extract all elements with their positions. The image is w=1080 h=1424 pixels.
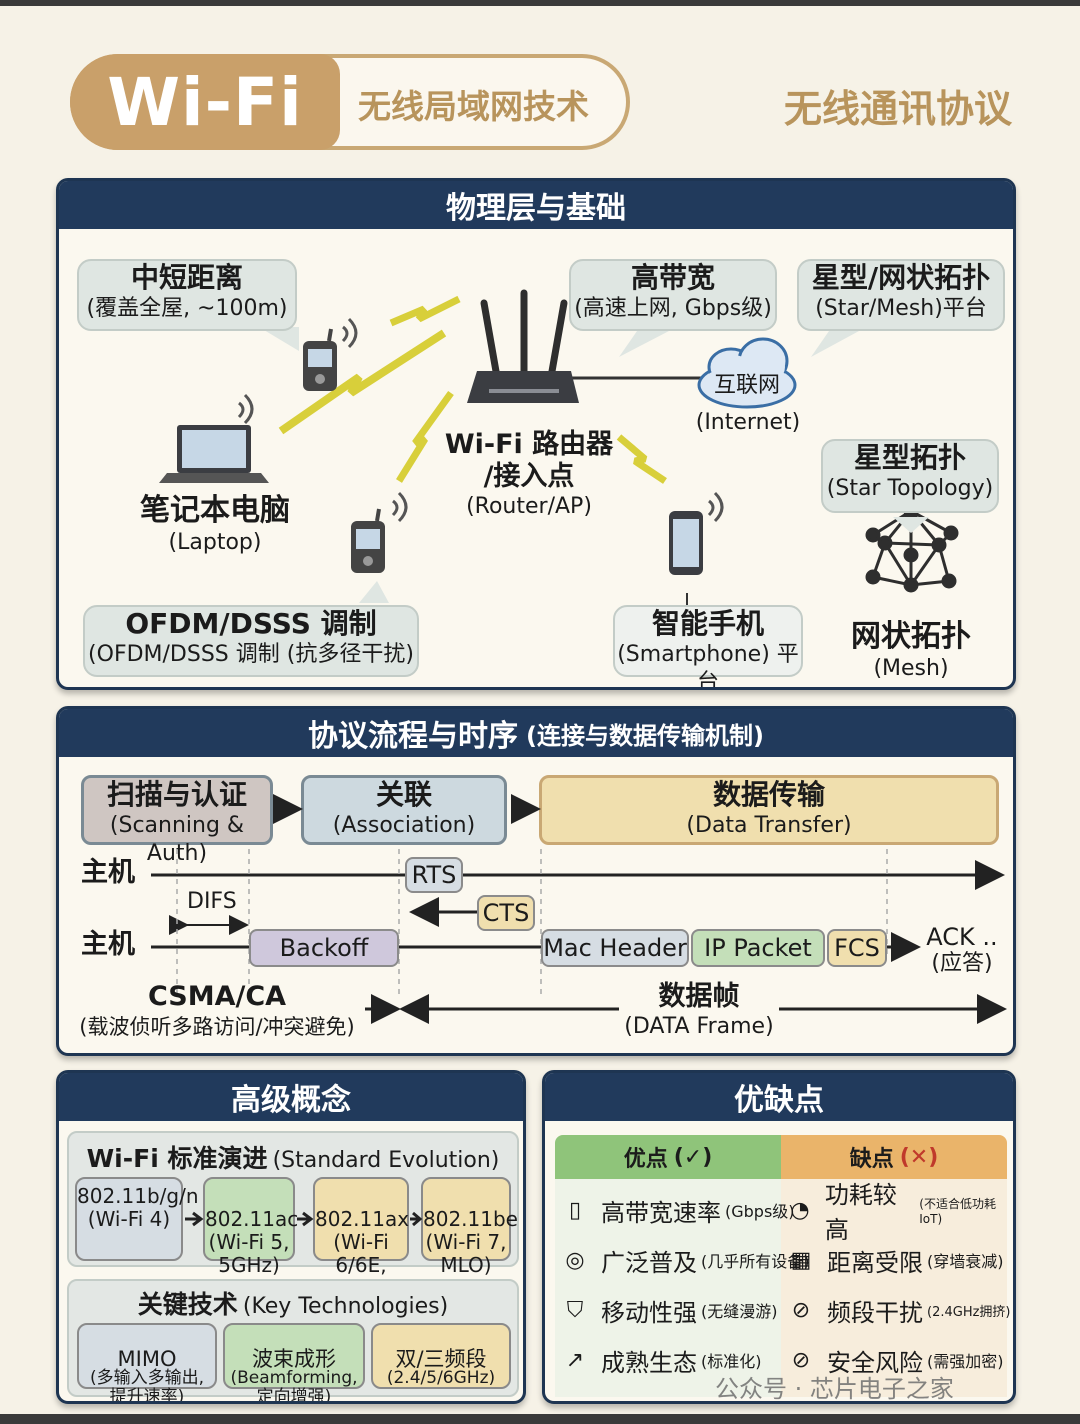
bolt-icon-1 — [389, 295, 461, 327]
phase-data-transfer: 数据传输 (Data Transfer) — [539, 775, 999, 845]
protocol-panel: 协议流程与时序 (连接与数据传输机制) 扫描与认证 (Scanning & Au… — [56, 706, 1016, 1056]
physical-title: 物理层与基础 — [59, 181, 1013, 229]
physical-drawing — [159, 289, 959, 621]
check-icon: (✓) — [673, 1144, 713, 1170]
tech-beamforming: 波束成形(Beamforming, 定向增强) — [223, 1323, 365, 1401]
cons-column — [781, 1179, 1007, 1397]
ban-icon: ⊘ — [791, 1297, 811, 1323]
proscons-title: 优缺点 — [545, 1073, 1013, 1121]
fcs-frame: FCS — [827, 929, 887, 967]
pro-item: ▯ 高带宽速率(Gbps级) — [557, 1187, 795, 1233]
mac-header-frame: Mac Header — [541, 929, 689, 967]
tech-multiband: 双/三频段(2.4/5/6GHz) — [371, 1323, 511, 1389]
laptop-icon — [159, 393, 269, 483]
block-icon: ⊘ — [791, 1347, 811, 1373]
advanced-title: 高级概念 — [59, 1073, 523, 1121]
std-wifi6: 802.11ax(Wi-Fi 6/6E, OFDMA) — [313, 1177, 409, 1300]
physical-panel: 物理层与基础 — [56, 178, 1016, 690]
keytech-heading: 关键技术 (Key Technologies) — [137, 1290, 449, 1319]
bubble-tail-range — [259, 327, 299, 351]
pro-item: ◎ 广泛普及(几乎所有设备) — [557, 1237, 809, 1283]
laptop-label: 笔记本电脑 (Laptop) — [140, 493, 290, 555]
pro-item: ↗ 成熟生态(标准化) — [557, 1337, 762, 1383]
dashed-guides — [176, 849, 888, 999]
gauge-icon: ◔ — [790, 1197, 810, 1223]
csma-label: CSMA/CA (载波侦听多路访问/冲突避免) — [79, 981, 355, 1039]
page: Wi-Fi 无线局域网技术 无线通讯协议 物理层与基础 — [0, 6, 1080, 1414]
con-item: ▦ 距离受限(穿墙衰减) — [783, 1237, 1004, 1283]
evolution-box: Wi-Fi 标准演进 (Standard Evolution) 802.11b/… — [67, 1131, 519, 1300]
rts-frame: RTS — [405, 857, 463, 893]
pros-column — [555, 1179, 781, 1397]
con-item: ◔ 功耗较高(不适合低功耗IoT) — [783, 1181, 1013, 1244]
shield-icon: ⛉ — [566, 1297, 584, 1323]
wall-icon: ▦ — [790, 1247, 812, 1273]
pro-item: ⛉ 移动性强(无缝漫游) — [557, 1287, 778, 1333]
phase-association: 关联 (Association) — [301, 775, 507, 845]
header-subtitle: 无线局域网技术 — [358, 87, 589, 126]
bolt-icon-4 — [616, 434, 667, 484]
protocol-title-bar: 协议流程与时序 (连接与数据传输机制) — [59, 709, 1013, 757]
router-icon — [467, 289, 579, 403]
pros-header: 优点(✓) — [555, 1135, 781, 1179]
wifi-logo: Wi-Fi — [70, 54, 340, 150]
handheld-icon-2 — [351, 491, 408, 573]
star-bubble: 星型拓扑 (Star Topology) — [821, 439, 999, 513]
ip-packet-frame: IP Packet — [691, 929, 825, 967]
std-wifi5: 802.11ac(Wi-Fi 5, 5GHz) — [203, 1177, 298, 1277]
header-category: 无线通讯协议 — [784, 87, 1013, 131]
growth-icon: ↗ — [565, 1347, 585, 1373]
phone-bubble: 智能手机 (Smartphone) 平台 — [613, 605, 803, 687]
std-wifi7: 802.11be(Wi-Fi 7, MLO) — [421, 1177, 518, 1277]
dataframe-label: 数据帧 (DATA Frame) — [624, 981, 774, 1039]
watermark: 公众号 · 芯片电子之家 — [715, 1375, 954, 1403]
globe-icon: ◎ — [565, 1247, 585, 1273]
evolution-arrows — [185, 1211, 423, 1227]
bubble-tail-topology — [811, 331, 859, 357]
cons-header: 缺点(✕) — [781, 1135, 1007, 1179]
protocol-title: 协议流程与时序 — [308, 719, 519, 754]
smartphone-icon — [669, 491, 724, 575]
cross-icon: (✕) — [899, 1144, 939, 1170]
internet-en: (Internet) — [695, 410, 801, 435]
bolt-icon-3 — [396, 390, 454, 483]
topology-bubble: 星型/网状拓扑 (Star/Mesh)平台 — [797, 259, 1005, 331]
internet-cn: 互联网 — [713, 373, 780, 398]
mesh-label: 网状拓扑 (Mesh) — [851, 619, 971, 681]
router-label: Wi-Fi 路由器 /接入点 (Router/AP) — [444, 429, 614, 519]
bolt-icon-2 — [278, 329, 447, 435]
difs-label: DIFS — [187, 889, 237, 914]
handheld-icon-1 — [303, 317, 358, 391]
con-item: ⊘ 频段干扰(2.4GHz拥挤) — [783, 1287, 1011, 1333]
bubble-tail-ofdm — [359, 581, 389, 603]
std-wifi4: 802.11b/g/n(Wi-Fi 4) — [75, 1177, 199, 1261]
host2-label: 主机 — [81, 929, 135, 960]
battery-icon: ▯ — [568, 1197, 582, 1223]
cloud-icon — [697, 337, 797, 409]
backoff-frame: Backoff — [249, 929, 399, 967]
keytech-box: 关键技术 (Key Technologies) MIMO(多输入多输出, 提升速… — [67, 1279, 519, 1401]
ofdm-bubble: OFDM/DSSS 调制 (OFDM/DSSS 调制 (抗多径干扰) — [83, 605, 419, 677]
bandwidth-bubble: 高带宽 (高速上网, Gbps级) — [569, 259, 777, 331]
tech-mimo: MIMO(多输入多输出, 提升速率) — [77, 1323, 217, 1401]
timing-drawing — [151, 794, 1007, 1024]
cts-frame: CTS — [477, 895, 535, 931]
host1-label: 主机 — [81, 857, 135, 888]
bubble-tail-bandwidth — [619, 331, 669, 357]
ack-label: ACK .. (应答) — [926, 923, 998, 976]
protocol-title-sub: (连接与数据传输机制) — [526, 721, 764, 750]
con-item: ⊘ 安全风险(需强加密) — [783, 1337, 1004, 1383]
evolution-heading: Wi-Fi 标准演进 (Standard Evolution) — [86, 1144, 500, 1173]
advanced-panel: 高级概念 Wi-Fi 标准演进 (Standard Evolution) 802… — [56, 1070, 526, 1404]
bubble-tail-star — [893, 517, 929, 533]
phase-scanning: 扫描与认证 (Scanning & Auth) — [81, 775, 273, 866]
proscons-panel: 优缺点 优点(✓) 缺点(✕) ▯ 高带宽速率(Gbps级) ◎ 广泛普及(几乎… — [542, 1070, 1016, 1404]
range-bubble: 中短距离 (覆盖全屋, ~100m) — [77, 259, 297, 331]
